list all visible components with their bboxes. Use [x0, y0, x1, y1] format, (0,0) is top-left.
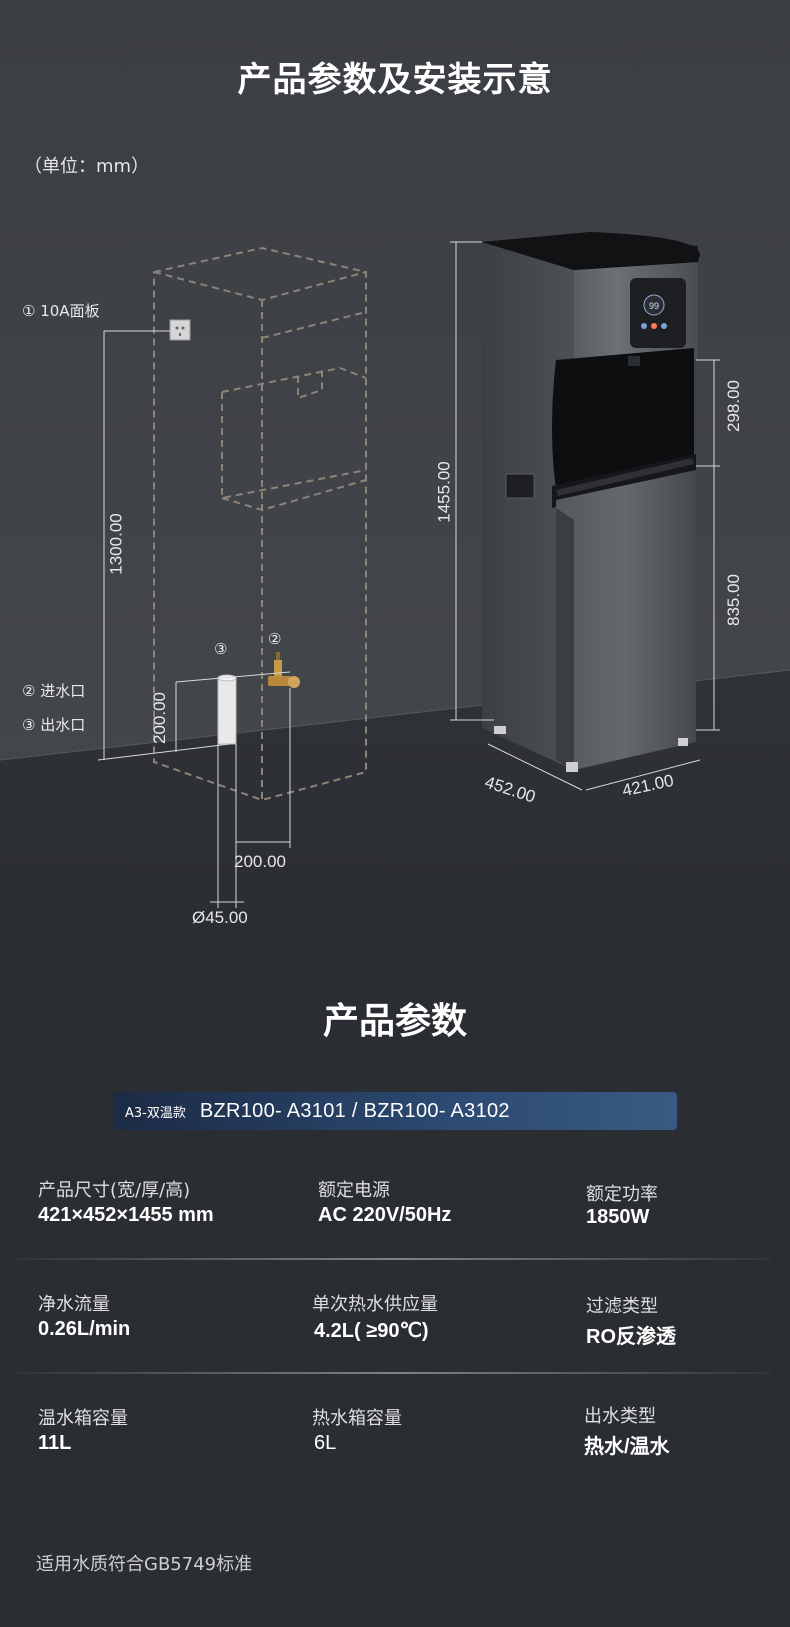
inlet-valve — [268, 652, 300, 688]
outlet-pipe — [217, 674, 237, 745]
spec-label-size: 产品尺寸(宽/厚/高) — [38, 1180, 191, 1201]
spec-label-power-supply: 额定电源 — [318, 1180, 390, 1201]
callout-inlet: ② 进水口 — [22, 682, 86, 700]
divider-2 — [18, 1372, 772, 1374]
spec-label-filter: 过滤类型 — [586, 1296, 658, 1317]
unit-note: （单位：mm） — [24, 156, 150, 177]
callout-panel: ① 10A面板 — [22, 302, 100, 320]
marker-outlet: ③ — [214, 640, 228, 658]
spec-label-hot-supply: 单次热水供应量 — [312, 1294, 438, 1315]
spec-value-rated-power: 1850W — [586, 1206, 650, 1228]
dim-panel-height: 1300.00 — [106, 513, 126, 575]
dim-upper-section: 298.00 — [724, 380, 743, 432]
spec-value-hot-tank: 6L — [314, 1432, 337, 1454]
dim-pipe-height: 200.00 — [150, 692, 169, 744]
model-name: BZR100- A3101 / BZR100- A3102 — [199, 1099, 510, 1122]
spec-value-warm-tank: 11L — [38, 1432, 72, 1454]
dim-pipe-diameter: Ø45.00 — [192, 908, 248, 927]
spec-value-outlet-type: 热水/温水 — [584, 1436, 670, 1458]
water-standard-note: 适用水质符合GB5749标准 — [36, 1554, 253, 1575]
spec-value-size: 421×452×1455 mm — [38, 1204, 214, 1226]
spec-label-flow: 净水流量 — [38, 1294, 110, 1315]
params-title: 产品参数 — [322, 1001, 467, 1042]
dim-pipe-spacing: 200.00 — [234, 852, 286, 871]
dim-total-height: 1455.00 — [434, 461, 454, 523]
spec-label-warm-tank: 温水箱容量 — [38, 1408, 128, 1429]
spec-value-flow: 0.26L/min — [38, 1318, 131, 1340]
socket-panel — [169, 319, 191, 341]
installation-diagram: 99 — [0, 0, 790, 950]
svg-text:99: 99 — [649, 301, 659, 311]
model-tag: A3-双温款 — [125, 1105, 186, 1121]
spec-value-power-supply: AC 220V/50Hz — [318, 1204, 452, 1226]
dashed-machine-outline — [153, 246, 367, 802]
spec-value-filter: RO反渗透 — [586, 1326, 676, 1348]
spec-value-hot-supply: 4.2L( ≥90℃) — [314, 1320, 429, 1342]
callout-outlet: ③ 出水口 — [22, 716, 86, 734]
divider-1 — [18, 1258, 772, 1260]
page-title: 产品参数及安装示意 — [237, 60, 553, 100]
marker-inlet: ② — [268, 630, 282, 648]
diagram-illustration: 99 — [0, 0, 790, 950]
spec-label-outlet-type: 出水类型 — [584, 1406, 656, 1427]
spec-label-rated-power: 额定功率 — [586, 1184, 658, 1205]
spec-label-hot-tank: 热水箱容量 — [312, 1408, 402, 1429]
model-bar: A3-双温款 BZR100- A3101 / BZR100- A3102 — [113, 1092, 677, 1130]
dim-lower-section: 835.00 — [724, 574, 743, 626]
water-dispenser: 99 — [482, 232, 700, 772]
